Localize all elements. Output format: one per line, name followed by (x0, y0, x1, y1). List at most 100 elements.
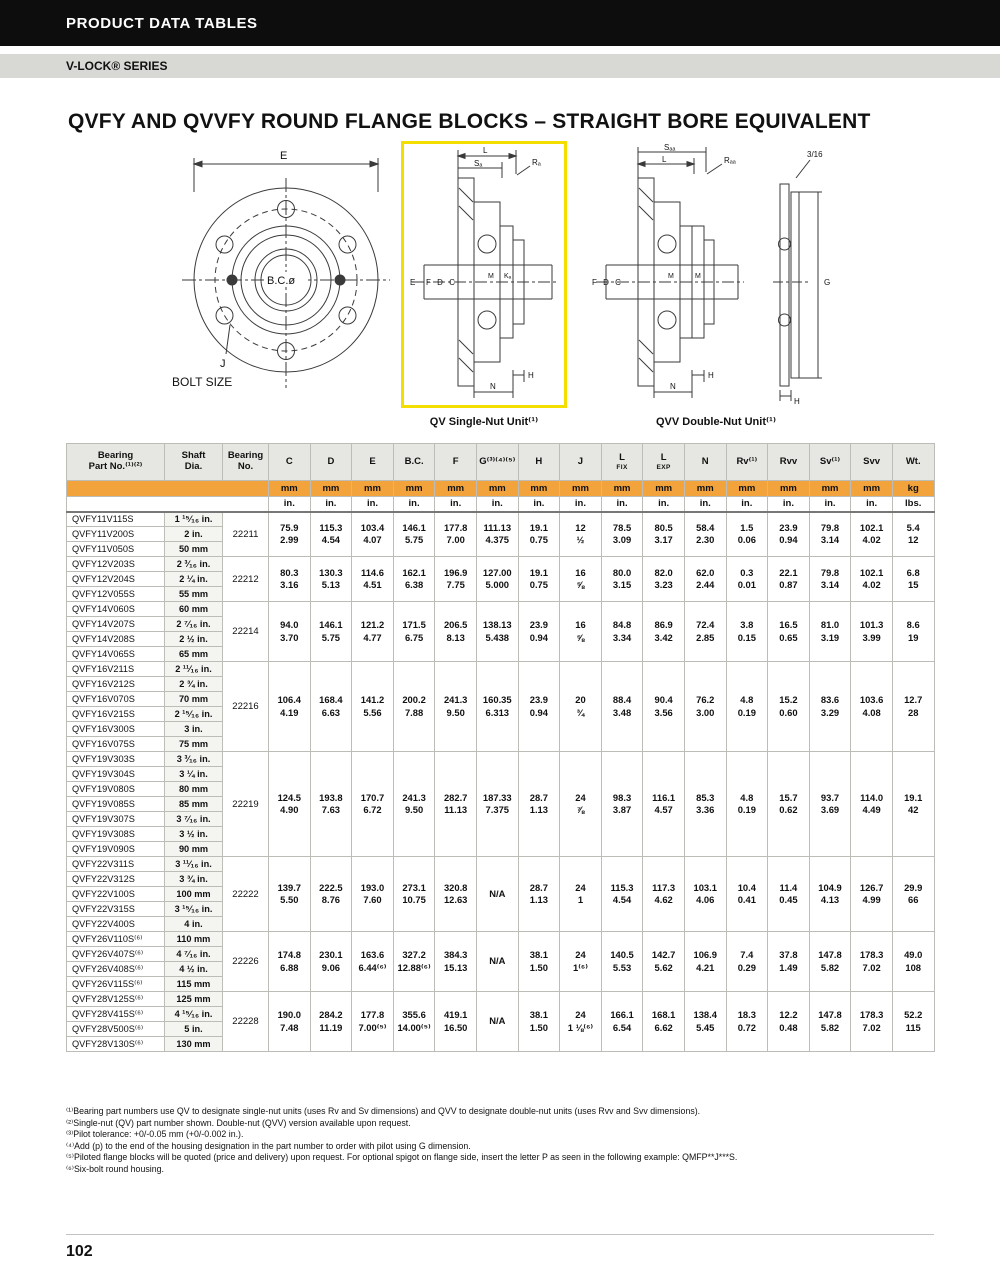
shaft-dia-cell: 3 in. (164, 721, 223, 737)
units-cell: mm (309, 480, 353, 497)
shaft-dia-cell: 2 ¼ in. (164, 571, 223, 587)
bolt-size-label: BOLT SIZE (172, 375, 232, 389)
part-number-cell: QVFY12V055S (66, 586, 165, 602)
col-header-N: N (683, 443, 727, 481)
qvv-dim-g: G (824, 278, 830, 287)
units-cell: in. (559, 496, 602, 513)
shaft-dia-cell: 75 mm (164, 736, 223, 752)
part-number-cell: QVFY26V407S⁽⁶⁾ (66, 946, 165, 962)
part-number-cell: QVFY22V311S (66, 856, 165, 872)
units-cell: mm (850, 480, 893, 497)
shaft-dia-cell: 70 mm (164, 691, 223, 707)
units-cell: mm (808, 480, 852, 497)
dim-j-label: J (220, 358, 226, 370)
col-header-Sv: Sv⁽¹⁾ (808, 443, 852, 481)
units-cell: in. (725, 496, 769, 513)
units-cell: in. (392, 496, 436, 513)
page-number: 102 (66, 1243, 93, 1260)
units-cell: kg (891, 480, 935, 497)
footnote-line: ⁽⁴⁾Add (p) to the end of the housing des… (66, 1140, 471, 1151)
col-header-F: F (434, 443, 477, 481)
front-view-svg: B.C.ø E J BOLT SIZE (172, 150, 390, 389)
units-cell: in. (642, 496, 685, 513)
qv-dim-sa: Sₐ (474, 159, 483, 168)
qvv-dim-h1: H (708, 371, 714, 380)
part-number-cell: QVFY16V070S (66, 691, 165, 707)
part-number-cell: QVFY19V085S (66, 796, 165, 812)
col-header-G: G⁽³⁾⁽⁴⁾⁽⁵⁾ (475, 443, 519, 481)
shaft-dia-cell: 5 in. (164, 1021, 223, 1037)
banner-title: PRODUCT DATA TABLES (66, 14, 258, 32)
col-header-BC: B.C. (392, 443, 436, 481)
units-cell: in. (351, 496, 394, 513)
qvv-dim-raa: Rₐₐ (724, 156, 737, 165)
footnote-line: ⁽¹⁾Bearing part numbers use QV to design… (66, 1106, 701, 1116)
part-number-cell: QVFY16V215S (66, 706, 165, 722)
part-number-cell: QVFY19V303S (66, 751, 165, 767)
qv-single-nut-highlight-box: L Sₐ Rₐ M Kₐ E F D C H N (401, 141, 567, 408)
units-cell: in. (268, 496, 311, 513)
footnote-line: ⁽²⁾Single-nut (QV) part number shown. Do… (66, 1117, 411, 1128)
units-cell: mm (475, 480, 519, 497)
qvv-dim-m1: M (668, 273, 674, 280)
qv-dim-e: E (410, 278, 415, 287)
col-header-J: J (559, 443, 602, 481)
qvv-dim-l: L (662, 155, 667, 164)
part-number-cell: QVFY28V130S⁽⁶⁾ (66, 1036, 165, 1052)
units-cell: mm (392, 480, 436, 497)
value-cell: N/A (475, 931, 519, 992)
qvv-double-nut-caption: QVV Double-Nut Unit⁽¹⁾ (656, 416, 776, 428)
part-number-cell: QVFY11V200S (66, 526, 165, 542)
